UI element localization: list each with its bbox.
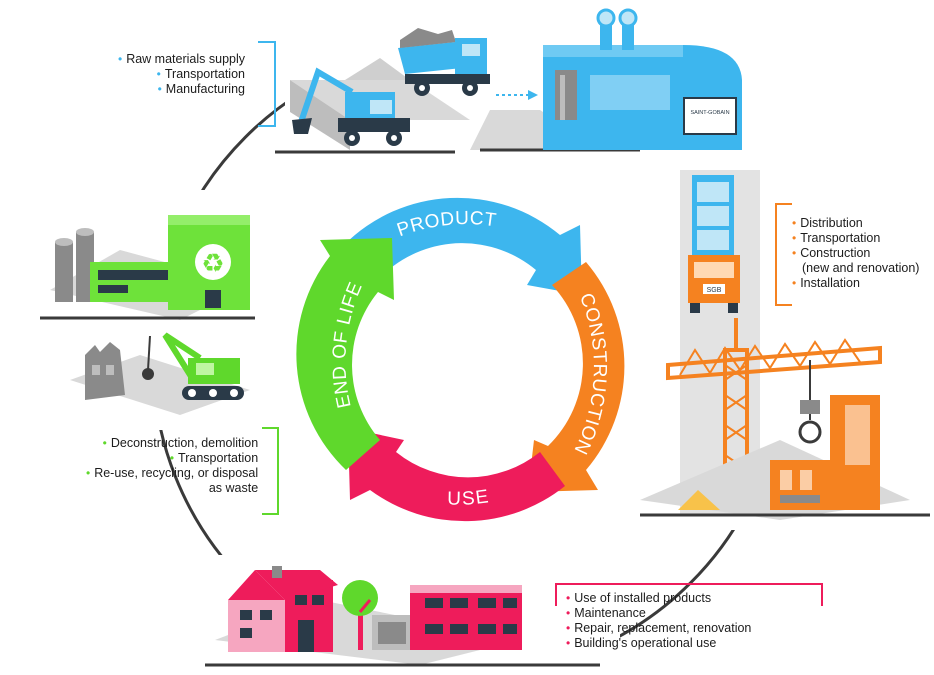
bullet-icon: • [86,466,91,480]
construction-arrow [528,262,625,492]
excavator-icon [292,67,410,146]
bullet-icon: • [792,231,797,245]
construction-note-bracket [775,203,792,306]
bullet-icon: • [157,82,162,96]
bullet-icon: • [792,216,797,230]
product-note-bracket [258,41,276,127]
construction-item: (new and renovation) [802,261,920,275]
product-item: Raw materials supply [126,52,245,66]
recycle-icon: ♻ [201,249,224,279]
use-item: Building's operational use [574,636,717,650]
construction-item: Distribution [800,216,863,230]
transport-arrow [496,90,538,100]
use-note-bracket [555,583,823,606]
buildings-in-use-illustration [205,566,600,667]
bullet-icon: • [566,606,571,620]
lifecycle-ring: PRODUCT CONSTRUCTION USE END OF LIFE [296,197,625,522]
demolition-illustration [70,332,250,415]
product-stage-details: •Raw materials supply •Transportation •M… [118,52,245,97]
dump-truck-icon [398,28,490,96]
end-of-life-item: Re-use, recycling, or disposal [94,466,259,480]
end-of-life-item: Deconstruction, demolition [110,436,259,450]
construction-stage-details: •Distribution •Transportation •Construct… [792,216,919,291]
bullet-icon: • [566,621,571,635]
bullet-icon: • [156,67,161,81]
product-arrow [344,197,582,295]
product-item: Manufacturing [165,82,245,96]
use-arrow [348,428,565,522]
recycling-plant-illustration: ♻ [40,215,255,320]
bullet-icon: • [566,636,571,650]
use-item: Repair, replacement, renovation [574,621,752,635]
bullet-icon: • [169,451,175,465]
construction-illustration: SGB [640,170,930,520]
use-item: Maintenance [574,606,646,620]
construction-item: Transportation [800,231,881,245]
bullet-icon: • [102,436,107,450]
use-stage-details: •Use of installed products •Maintenance … [566,591,751,651]
bullet-icon: • [792,246,797,260]
bullet-icon: • [566,591,571,605]
end-of-life-note-bracket [262,427,279,515]
factory-illustration: SAINT-GOBAIN [470,8,742,152]
bullet-icon: • [118,52,123,66]
end-of-life-stage-details: •Deconstruction, demolition •Transportat… [86,436,258,496]
use-item: Use of installed products [574,591,712,605]
end-of-life-item: as waste [208,481,259,495]
factory-sign-text: SAINT-GOBAIN [690,110,729,116]
construction-item: Installation [800,276,860,290]
end-of-life-arrow [296,238,394,470]
construction-item: Construction [800,246,871,260]
quarry-illustration [275,28,490,154]
bullet-icon: • [792,276,797,290]
use-label: USE [447,486,491,510]
end-of-life-item: Transportation [178,451,259,465]
product-item: Transportation [164,67,245,81]
truck-plate-text: SGB [707,287,722,294]
